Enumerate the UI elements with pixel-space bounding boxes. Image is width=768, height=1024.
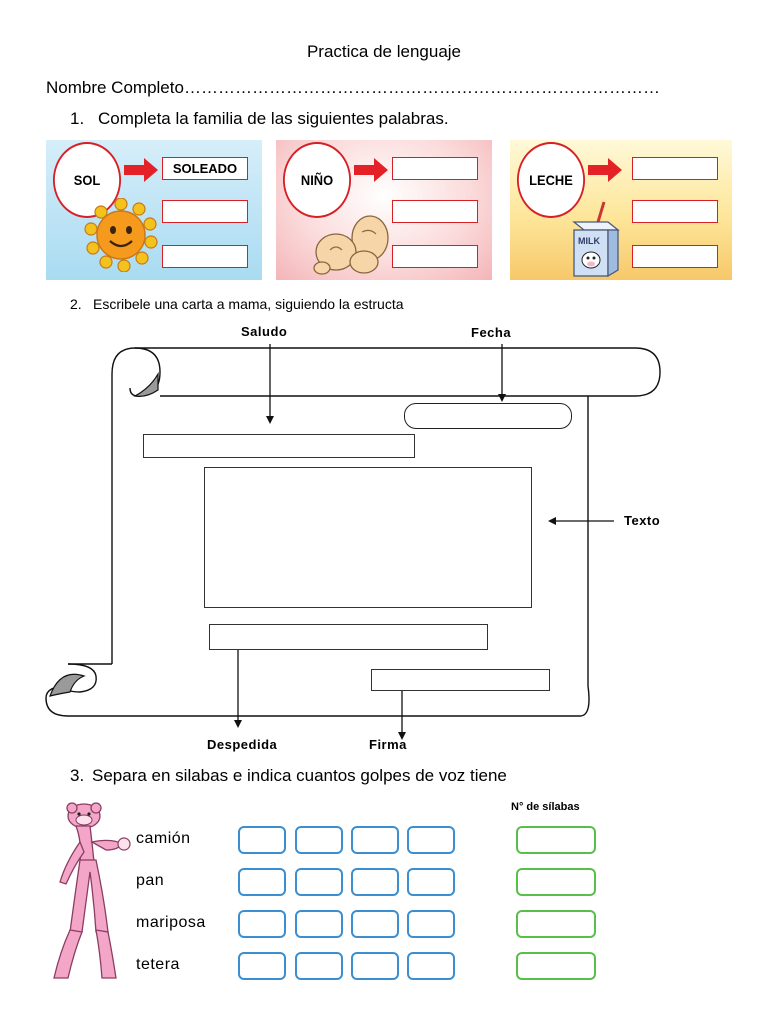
syllable-box[interactable] [351, 868, 399, 896]
syllable-box[interactable] [295, 910, 343, 938]
syllable-box[interactable] [351, 910, 399, 938]
syllable-box[interactable] [351, 826, 399, 854]
syllable-word: tetera [136, 956, 180, 973]
firma-label: Firma [369, 737, 407, 752]
texto-label: Texto [624, 513, 661, 528]
syllable-box[interactable] [238, 868, 286, 896]
syllable-box[interactable] [407, 910, 455, 938]
despedida-field[interactable] [209, 624, 488, 650]
family-answer-box[interactable] [632, 200, 718, 223]
sun-icon [84, 198, 158, 272]
syllable-count-box[interactable] [516, 910, 596, 938]
question-1-text: Completa la familia de las siguientes pa… [98, 109, 449, 128]
family-answer-box[interactable] [632, 245, 718, 268]
family-panel-nino: NIÑO [276, 140, 492, 280]
syllable-word: mariposa [136, 914, 206, 931]
question-2-number: 2. [70, 296, 82, 312]
name-field-line[interactable]: Nombre Completo…………………………………………………………………… [46, 78, 660, 97]
syllable-box[interactable] [351, 952, 399, 980]
family-answer-box[interactable] [392, 157, 478, 180]
question-2: 2. Escribele una carta a mama, siguiendo … [70, 296, 404, 312]
question-1: 1. Completa la familia de las siguientes … [70, 109, 449, 129]
syllable-word: pan [136, 872, 165, 889]
syllable-count-box[interactable] [516, 952, 596, 980]
fecha-label: Fecha [471, 325, 512, 340]
milk-label: MILK [578, 236, 600, 246]
family-answer-box[interactable] [632, 157, 718, 180]
family-answer-box[interactable] [162, 200, 248, 223]
syllable-word: camión [136, 830, 191, 847]
syllable-box[interactable] [407, 868, 455, 896]
syllable-box[interactable] [295, 868, 343, 896]
red-arrow-icon [354, 158, 388, 182]
saludo-field[interactable] [143, 434, 415, 458]
baby-icon [313, 215, 389, 275]
pink-panther-icon [53, 802, 131, 979]
syllable-box[interactable] [295, 952, 343, 980]
milk-carton-icon: MILK [572, 201, 620, 278]
question-3-number: 3. [70, 766, 85, 785]
syllable-count-box[interactable] [516, 826, 596, 854]
family-answer-box[interactable] [392, 200, 478, 223]
family-answer-box[interactable] [162, 245, 248, 268]
fecha-field[interactable] [404, 403, 572, 429]
red-arrow-icon [588, 158, 622, 182]
question-2-text: Escribele una carta a mama, siguiendo la… [93, 296, 404, 312]
syllable-box[interactable] [238, 910, 286, 938]
syllable-count-box[interactable] [516, 868, 596, 896]
despedida-label: Despedida [207, 737, 278, 752]
family-word: SOL [52, 142, 122, 218]
question-1-number: 1. [70, 109, 85, 128]
family-answer-box[interactable] [392, 245, 478, 268]
saludo-label: Saludo [241, 324, 288, 339]
family-panel-leche: LECHE MILK [510, 140, 732, 280]
syllable-box[interactable] [407, 952, 455, 980]
page-title: Practica de lenguaje [306, 42, 462, 61]
syllable-box[interactable] [238, 826, 286, 854]
syllable-box[interactable] [407, 826, 455, 854]
syllable-count-header: N° de sílabas [511, 801, 580, 813]
family-answer-box[interactable]: SOLEADO [162, 157, 248, 180]
red-arrow-icon [124, 158, 158, 182]
firma-field[interactable] [371, 669, 550, 691]
syllable-box[interactable] [238, 952, 286, 980]
syllable-box[interactable] [295, 826, 343, 854]
family-panel-sol: SOL SOLEADO [46, 140, 262, 280]
texto-field[interactable] [204, 467, 532, 608]
family-word: LECHE [516, 142, 586, 218]
question-3: 3. Separa en silabas e indica cuantos gol… [70, 766, 507, 786]
question-3-text: Separa en silabas e indica cuantos golpe… [92, 766, 507, 785]
letter-scroll-diagram [45, 344, 661, 740]
family-word: NIÑO [282, 142, 352, 218]
